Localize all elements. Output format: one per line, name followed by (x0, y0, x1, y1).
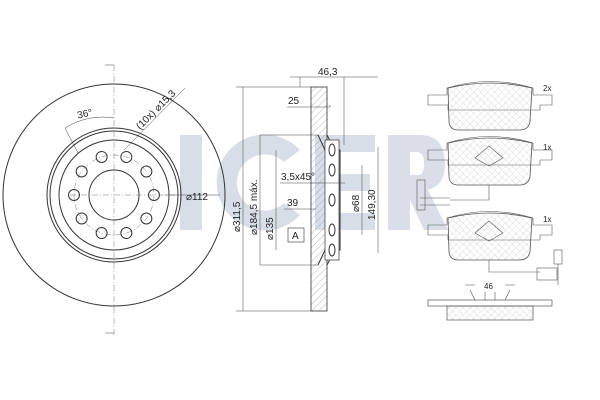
pad-1: 2x (427, 81, 553, 131)
thickness-label: 46,3 (318, 67, 338, 78)
hub-studs (328, 143, 336, 257)
pad-2-quantity: 1x (543, 143, 551, 152)
stud-hole (328, 223, 336, 237)
bolt-holes (68, 150, 160, 240)
brake-pads: 2x 1x 1x 46 (416, 81, 563, 321)
stud-hole (328, 243, 336, 257)
angle-label: 36° (76, 108, 93, 122)
pad-3-quantity: 1x (543, 215, 551, 224)
stud-hole (328, 193, 336, 207)
bolt-hole (95, 150, 108, 163)
bolt-hole (75, 165, 88, 178)
max-diameter-label: ⌀184,5 máx. (249, 180, 260, 236)
pad-1-quantity: 2x (543, 84, 551, 93)
height-label: 39 (287, 198, 299, 209)
stud-hole (328, 143, 336, 157)
chamfer-label: 3,5x45° (281, 172, 315, 183)
pcd-label: 149,30 (367, 189, 378, 220)
bolt-hole (68, 189, 80, 201)
bolt-hole (140, 165, 153, 178)
disc-front-view: 36° (10x) ⌀15,3 ⌀112 (2, 64, 226, 335)
bolt-hole (140, 212, 153, 225)
section-label: A (292, 231, 299, 242)
pad-width-label: 46 (484, 282, 493, 291)
disc-side-view: 46,3 25 ⌀311,5 ⌀184,5 máx. ⌀135 3,5x45° … (232, 67, 379, 312)
bolt-hole (120, 227, 133, 240)
outer-diameter-label: ⌀311,5 (232, 201, 243, 232)
bore-label: ⌀68 (351, 194, 362, 212)
bolt-circle-label: ⌀112 (186, 192, 208, 203)
bolt-hole (95, 227, 108, 240)
pad-3: 1x (427, 211, 563, 285)
stud-hole (328, 163, 336, 177)
pad-side-view: 46 (427, 282, 553, 321)
bolt-hole (120, 150, 133, 163)
hub-diameter-label: ⌀135 (265, 217, 276, 240)
pad-2: 1x (416, 136, 553, 211)
bolt-hole (75, 212, 88, 225)
offset-label: 25 (288, 96, 300, 107)
holes-label: (10x) ⌀15,3 (134, 88, 178, 132)
